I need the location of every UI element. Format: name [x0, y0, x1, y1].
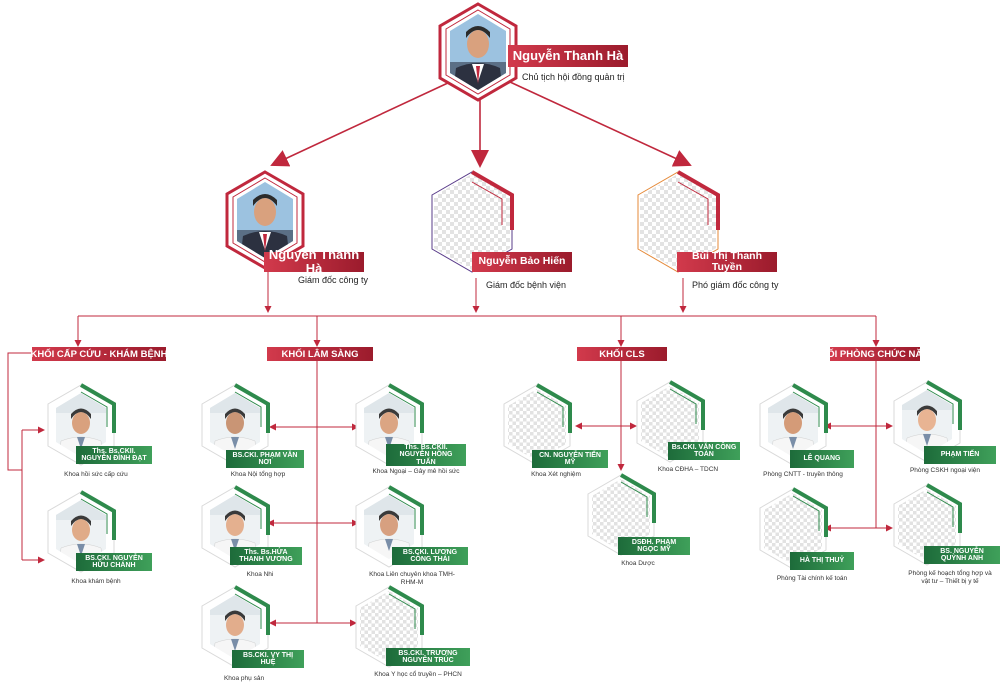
staff-hex-frame — [587, 473, 656, 556]
staff-hex-frame — [759, 487, 828, 570]
staff-name: PHẠM TIẾN — [924, 446, 996, 464]
director-3-name: Bùi Thị Thanh Tuyền — [677, 250, 777, 273]
staff-name: BS.CKI. TRƯƠNG NGUYÊN TRÚC — [386, 648, 470, 666]
staff-name: Bs.CKI. VĂN CÔNG TOÀN — [668, 442, 740, 460]
chairman-photo — [450, 14, 506, 90]
staff-department: Khoa Y học cổ truyền – PHCN — [374, 671, 462, 678]
staff-name: HÀ THỊ THUỶ — [790, 552, 854, 570]
section-functional: KHỐI PHÒNG CHỨC NĂNG — [813, 347, 937, 361]
director-2-name: Nguyễn Bảo Hiến — [472, 252, 572, 272]
staff-department: Khoa Nhi — [246, 571, 274, 578]
staff-name: BS. NGUYỄN QUỲNH ANH — [924, 546, 1000, 564]
staff-department: Khoa Nội tổng hợp — [230, 471, 286, 478]
director-1-photo — [237, 182, 293, 258]
staff-department: Khoa Liên chuyên khoa TMH-RHM-M — [369, 571, 455, 586]
staff-department: Khoa phụ sản — [223, 675, 265, 682]
staff-hex-frame — [893, 380, 962, 463]
staff-name: DSĐH. PHẠM NGỌC MỸ — [618, 537, 690, 555]
staff-name: BS.CKI. VY THỊ HUỆ — [232, 650, 304, 668]
director-2-title: Giám đốc bệnh viện — [486, 280, 567, 290]
staff-department: Phòng Tài chính kế toán — [776, 575, 848, 582]
staff-department: Khoa Xét nghiệm — [531, 471, 581, 478]
section-clinical: KHỐI LÂM SÀNG — [267, 347, 373, 361]
staff-department: Khoa Ngoại – Gây mê hồi sức — [372, 468, 460, 475]
chairman-hex-frame — [438, 2, 518, 102]
staff-hex-frame — [355, 485, 424, 568]
staff-department: Khoa Dược — [621, 560, 655, 567]
director-2-hex-frame — [431, 170, 514, 273]
staff-department: Khoa CĐHA – TDCN — [657, 466, 719, 473]
staff-name: Ths. Bs.CKII. NGUYỄN ĐÌNH ĐẠT — [76, 446, 152, 464]
chairman-title: Chủ tịch hội đồng quản trị — [522, 72, 625, 82]
staff-name: BS.CKI. PHẠM VĂN NƠI — [226, 450, 304, 468]
director-3-hex-frame — [637, 170, 720, 273]
staff-name: BS.CKI. LƯƠNG CÔNG THÁI — [392, 547, 468, 565]
staff-department: Phòng CNTT - truyền thông — [763, 471, 843, 478]
staff-hex-frame — [893, 483, 962, 566]
staff-name: BS.CKI. NGUYỄN HỮU CHÁNH — [76, 553, 152, 571]
section-cls: KHỐI CLS — [577, 347, 667, 361]
staff-department: Khoa khám bệnh — [71, 578, 121, 585]
chairman-name: Nguyễn Thanh Hà — [508, 45, 628, 67]
staff-hex-frame — [355, 585, 424, 668]
staff-name: LÊ QUANG — [790, 450, 854, 468]
director-1-hex-frame — [225, 170, 305, 270]
director-1-name: Nguyễn Thanh Hà — [264, 248, 364, 275]
staff-name: CN. NGUYỄN TIẾN MỸ — [532, 450, 608, 468]
staff-department: Phòng CSKH ngoại viện — [909, 467, 981, 474]
section-emergency: KHỐI CẤP CỨU - KHÁM BỆNH — [30, 347, 168, 361]
staff-hex-frame — [503, 383, 572, 466]
staff-name: Ths. Bs.CKII. NGUYỄN HỒNG TUẤN — [386, 444, 466, 467]
staff-name: Ths. Bs.HỨA THANH VƯƠNG — [230, 547, 302, 565]
director-1-title: Giám đốc công ty — [298, 275, 369, 285]
staff-department: Khoa hồi sức cấp cứu — [64, 471, 128, 478]
staff-department: Phòng kế hoạch tổng hợp và vật tư – Thiế… — [908, 570, 992, 585]
director-3-title: Phó giám đốc công ty — [692, 280, 779, 290]
